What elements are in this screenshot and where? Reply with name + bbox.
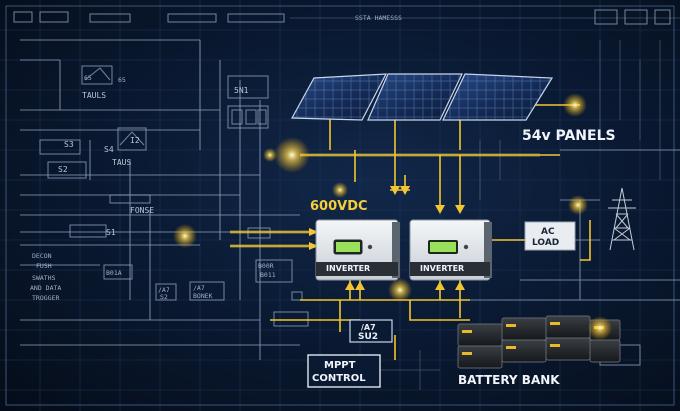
inverter-2 (409, 219, 492, 281)
label-a7-box: /A7 (193, 284, 205, 292)
battery-bank-label: BATTERY BANK (458, 373, 560, 387)
transmission-tower-icon (608, 187, 636, 251)
ac-load-line2: LOAD (532, 238, 559, 248)
decon-line5: TROGGER (32, 294, 59, 302)
su2-box (349, 319, 393, 343)
solar-panel-2 (367, 73, 463, 121)
mppt-control-box (307, 354, 381, 388)
power-lines (230, 104, 591, 360)
label-s2-small: S2 (160, 293, 168, 301)
frame-border (5, 5, 675, 406)
panels-label: 54v PANELS (522, 128, 616, 144)
label-fuse: FONSE (130, 206, 154, 215)
arrows (309, 186, 465, 290)
label-b011: B011 (260, 271, 276, 279)
label-a2: /A7 (158, 286, 170, 294)
decon-line3: SWATHS (32, 274, 56, 282)
label-s4: S4 (104, 145, 114, 154)
inverter-1-label: INVERTER (326, 264, 370, 273)
battery-bank (457, 315, 621, 369)
light-flares (173, 93, 612, 340)
ac-load-line1: AC (541, 227, 555, 237)
label-taus: TAUS (112, 158, 131, 167)
inverter-2-label: INVERTER (420, 264, 464, 273)
label-65: 65 (118, 76, 126, 84)
label-65-a: 65 (84, 74, 92, 82)
label-b00r: B00R (258, 262, 274, 270)
label-tauls: TAULS (82, 91, 106, 100)
label-bonek: BONEK (193, 292, 213, 300)
su2-box-top: /A7 (361, 323, 376, 332)
solar-panel-3 (442, 73, 554, 121)
mppt-line1: MPPT (324, 360, 356, 371)
label-s2: S2 (58, 165, 68, 174)
decon-line4: AND DATA (30, 284, 61, 292)
label-i2: I2 (130, 136, 140, 145)
su2-label: SU2 (358, 332, 378, 342)
left-schematic (20, 39, 309, 360)
label-s3: S3 (64, 140, 74, 149)
solar-panel-1 (291, 73, 388, 121)
voltage-label: 600VDC (310, 199, 368, 214)
label-b01a: B01A (106, 269, 122, 277)
label-s1: S1 (106, 228, 116, 237)
decon-line1: DECON (32, 252, 52, 260)
decon-line2: FUSH (36, 262, 52, 270)
inverter-1 (315, 219, 400, 281)
label-5n1: 5N1 (234, 86, 249, 95)
ac-load-box (524, 221, 576, 251)
mppt-line2: CONTROL (312, 373, 366, 384)
top-schematic-blocks (13, 9, 680, 25)
top-text: SSTA HAMESSS (355, 14, 402, 22)
